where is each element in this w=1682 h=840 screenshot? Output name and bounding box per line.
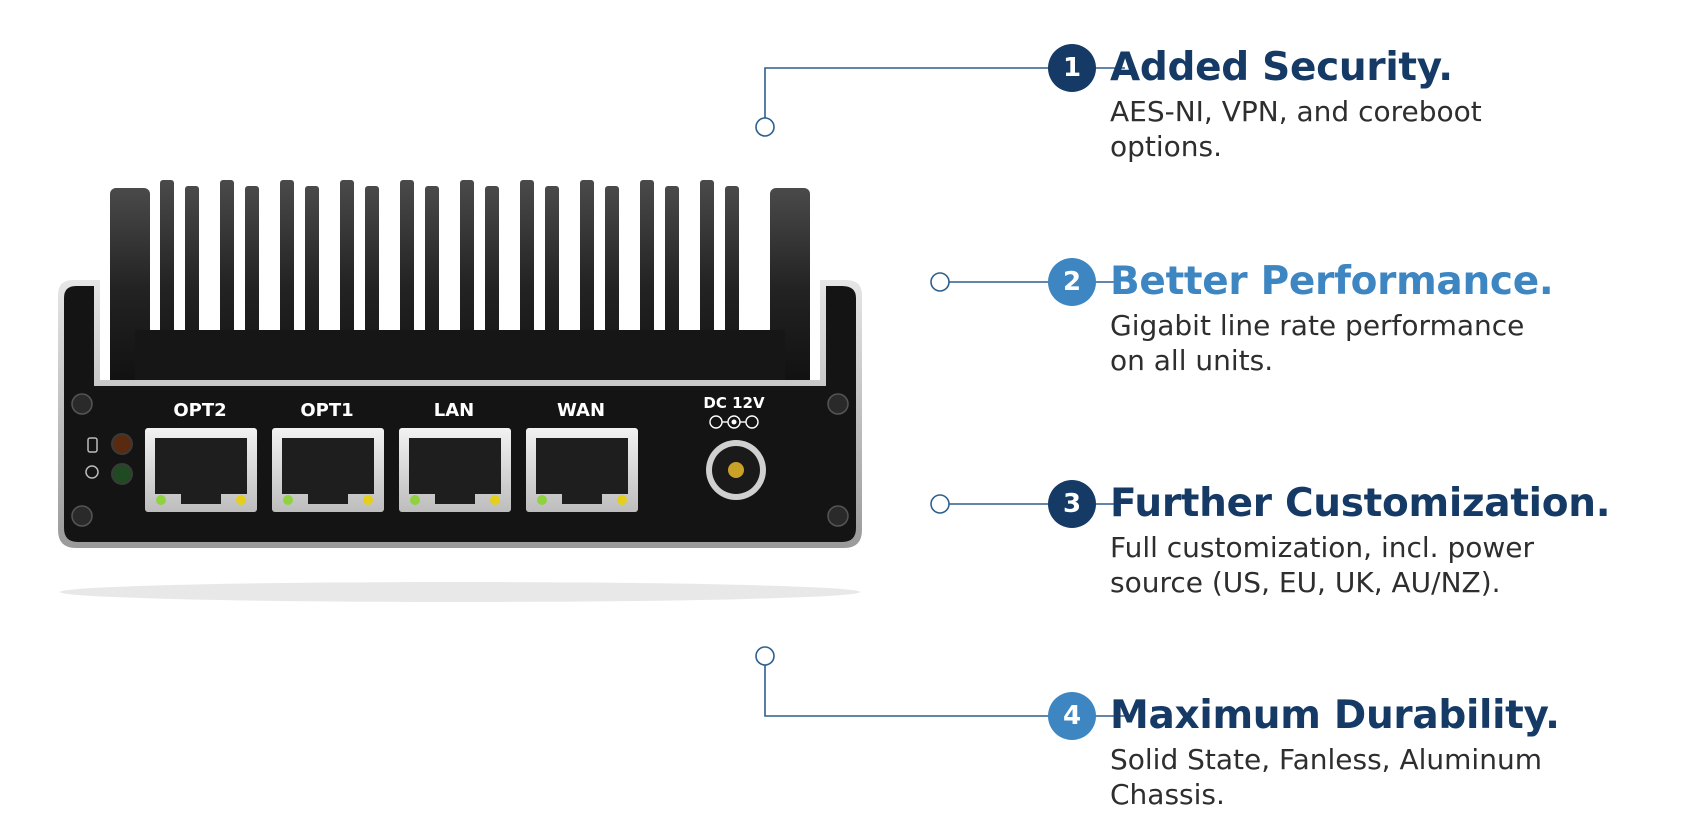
feature-description-3-line-2: source (US, EU, UK, AU/NZ). — [1110, 566, 1501, 599]
feature-description-1: AES-NI, VPN, and coreboot options. — [1110, 94, 1580, 164]
port-label-opt1: OPT1 — [300, 400, 353, 421]
callout-dot-1 — [755, 117, 775, 137]
feature-title-2: Better Performance. — [1110, 259, 1554, 304]
feature-description-2-line-2: on all units. — [1110, 344, 1274, 377]
feature-description-3: Full customization, incl. power source (… — [1110, 530, 1580, 600]
callout-dot-3 — [930, 494, 950, 514]
screws — [71, 393, 849, 527]
ethernet-ports — [145, 428, 638, 512]
port-label-lan: LAN — [434, 400, 474, 421]
callout-dot-2 — [930, 272, 950, 292]
feature-description-2-line-1: Gigabit line rate performance — [1110, 309, 1525, 342]
feature-title-4: Maximum Durability. — [1110, 693, 1560, 738]
feature-number-badge-3: 3 — [1048, 480, 1096, 528]
feature-number-badge-1: 1 — [1048, 44, 1096, 92]
callout-dot-4 — [755, 646, 775, 666]
port-label-wan: WAN — [557, 400, 605, 421]
feature-item-customization: 3 Further Customization. Full customizat… — [1048, 480, 1670, 600]
feature-description-1-line-1: AES-NI, VPN, and coreboot — [1110, 95, 1482, 128]
feature-number-badge-2: 2 — [1048, 258, 1096, 306]
power-jack — [706, 415, 766, 500]
feature-number-badge-4: 4 — [1048, 692, 1096, 740]
feature-title-1: Added Security. — [1110, 45, 1453, 90]
feature-description-3-line-1: Full customization, incl. power — [1110, 531, 1535, 564]
feature-item-durability: 4 Maximum Durability. Solid State, Fanle… — [1048, 692, 1670, 812]
heatsink-fins — [110, 180, 810, 390]
port-label-opt2: OPT2 — [173, 400, 226, 421]
status-leds — [85, 433, 133, 485]
feature-description-2: Gigabit line rate performance on all uni… — [1110, 308, 1580, 378]
power-label: DC 12V — [703, 394, 765, 412]
feature-description-4-line-2: Chassis. — [1110, 778, 1225, 811]
feature-description-1-line-2: options. — [1110, 130, 1223, 163]
firewall-device-image: OPT2 OPT1 LAN WAN DC 12V — [58, 180, 862, 602]
feature-description-4-line-1: Solid State, Fanless, Aluminum — [1110, 743, 1542, 776]
feature-description-4: Solid State, Fanless, Aluminum Chassis. — [1110, 742, 1580, 812]
feature-item-performance: 2 Better Performance. Gigabit line rate … — [1048, 258, 1670, 378]
feature-title-3: Further Customization. — [1110, 481, 1611, 526]
feature-item-security: 1 Added Security. AES-NI, VPN, and coreb… — [1048, 44, 1670, 164]
